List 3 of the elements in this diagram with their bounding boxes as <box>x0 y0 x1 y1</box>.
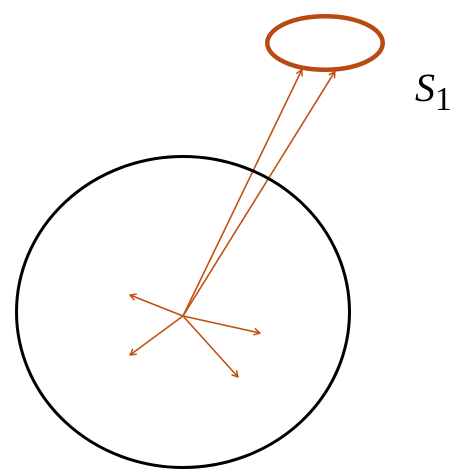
arrow <box>182 70 336 316</box>
surface-label: S$_{1}$ <box>415 68 452 116</box>
arrow <box>182 69 303 316</box>
